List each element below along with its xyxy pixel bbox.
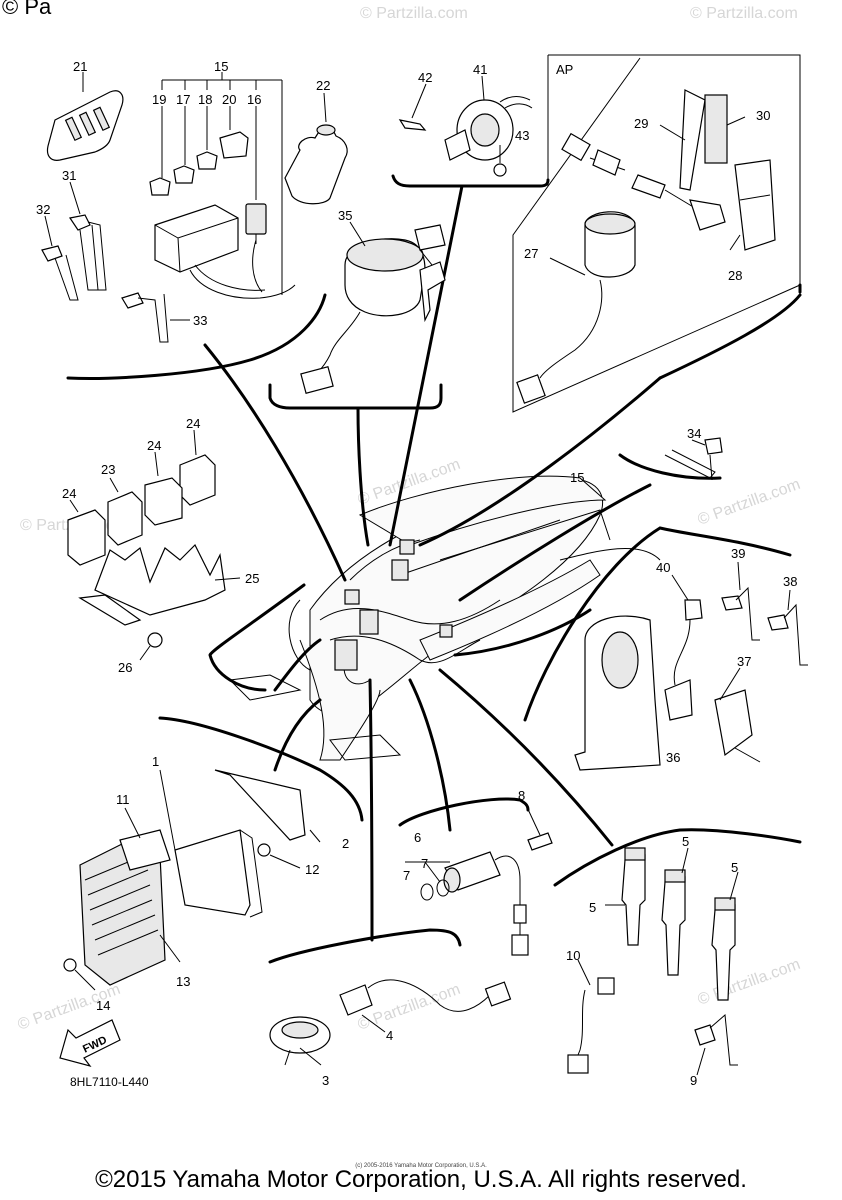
callout-1: 1: [152, 754, 159, 769]
callout-24: 24: [62, 486, 76, 501]
parts-3-4-switch: [269, 979, 512, 1066]
callout-2: 2: [342, 836, 349, 851]
part-34-clamp: [664, 437, 723, 481]
callout-10: 10: [566, 948, 580, 963]
callout-30: 30: [756, 108, 770, 123]
part-22-bottle: [284, 92, 348, 205]
harness-connector-block: [391, 559, 409, 581]
callout-7: 7: [403, 868, 410, 883]
callout-9: 9: [690, 1073, 697, 1088]
harness-connector-block: [439, 624, 453, 638]
parts-31-33-clamps: [41, 181, 190, 343]
harness-leaders: [203, 184, 662, 942]
parts-23-26-relays: [67, 429, 241, 661]
callout-42: 42: [418, 70, 432, 85]
callout-28: 28: [728, 268, 742, 283]
parts-5-9-10-sensors: [567, 847, 739, 1076]
callout-21: 21: [73, 59, 87, 74]
callout-29: 29: [634, 116, 648, 131]
callout-15: 15: [214, 59, 228, 74]
callout-12: 12: [305, 862, 319, 877]
callout-41: 41: [473, 62, 487, 77]
callout-3: 3: [322, 1073, 329, 1088]
callout-24: 24: [147, 438, 161, 453]
ap-label: AP: [556, 62, 573, 77]
callout-27: 27: [524, 246, 538, 261]
watermark-text: © Partzilla.com: [360, 5, 468, 22]
callout-31: 31: [62, 168, 76, 183]
callout-34: 34: [687, 426, 701, 441]
harness-connector-block: [334, 639, 358, 671]
callout-4: 4: [386, 1028, 393, 1043]
callout-6: 6: [414, 830, 421, 845]
callout-22: 22: [316, 78, 330, 93]
callout-16: 16: [247, 92, 261, 107]
tiny-credit-line: (c) 2005-2016 Yamaha Motor Corporation, …: [355, 1163, 487, 1169]
parts-36-40-bracket: [574, 561, 808, 771]
callout-25: 25: [245, 571, 259, 586]
callout-35: 35: [338, 208, 352, 223]
harness-connector-block: [344, 589, 360, 605]
callout-38: 38: [783, 574, 797, 589]
harness-connector-block: [359, 609, 379, 635]
watermark-text: © Partzilla.com: [696, 956, 803, 1009]
callout-18: 18: [198, 92, 212, 107]
callout-8: 8: [518, 788, 525, 803]
parts-1-14-ecu: [63, 769, 321, 991]
part-21-cover: [46, 72, 124, 161]
watermark-text: © Partzilla.com: [356, 981, 463, 1034]
watermark-text: © Partzilla.com: [696, 476, 803, 529]
callout-26: 26: [118, 660, 132, 675]
callout-40: 40: [656, 560, 670, 575]
parts-41-43-sensor: [398, 75, 533, 177]
callout-5: 5: [589, 900, 596, 915]
callout-11: 11: [116, 792, 130, 807]
callout-5: 5: [682, 834, 689, 849]
callout-20: 20: [222, 92, 236, 107]
corner-watermark: © Pa: [2, 0, 52, 19]
part-35-switch: [300, 221, 446, 395]
part-15-fuse-box: [149, 72, 296, 299]
callout-32: 32: [36, 202, 50, 217]
forward-arrow-icon: FWD: [59, 1019, 121, 1068]
callout-23: 23: [101, 462, 115, 477]
panel-outlines: [66, 54, 802, 964]
diagram-reference-code: 8HL7110-L440: [70, 1075, 149, 1089]
callout-13: 13: [176, 974, 190, 989]
parts-6-8-sensor: [405, 804, 553, 956]
callout-15: 15: [570, 470, 584, 485]
callout-39: 39: [731, 546, 745, 561]
callout-labels: 21 15 19 17 18 20 16 22 31 32 33 35 42 4…: [36, 59, 797, 1088]
callout-24: 24: [186, 416, 200, 431]
harness-connector-block: [399, 539, 415, 555]
watermark-text: © Partzilla.com: [690, 5, 798, 22]
callout-5: 5: [731, 860, 738, 875]
callout-37: 37: [737, 654, 751, 669]
callout-43: 43: [515, 128, 529, 143]
callout-19: 19: [152, 92, 166, 107]
callout-14: 14: [96, 998, 110, 1013]
parts-27-30-accessory: [516, 89, 776, 404]
footer-copyright: ©2015 Yamaha Motor Corporation, U.S.A. A…: [95, 1166, 747, 1193]
callout-17: 17: [176, 92, 190, 107]
callout-7: 7: [421, 856, 428, 871]
callout-36: 36: [666, 750, 680, 765]
callout-33: 33: [193, 313, 207, 328]
